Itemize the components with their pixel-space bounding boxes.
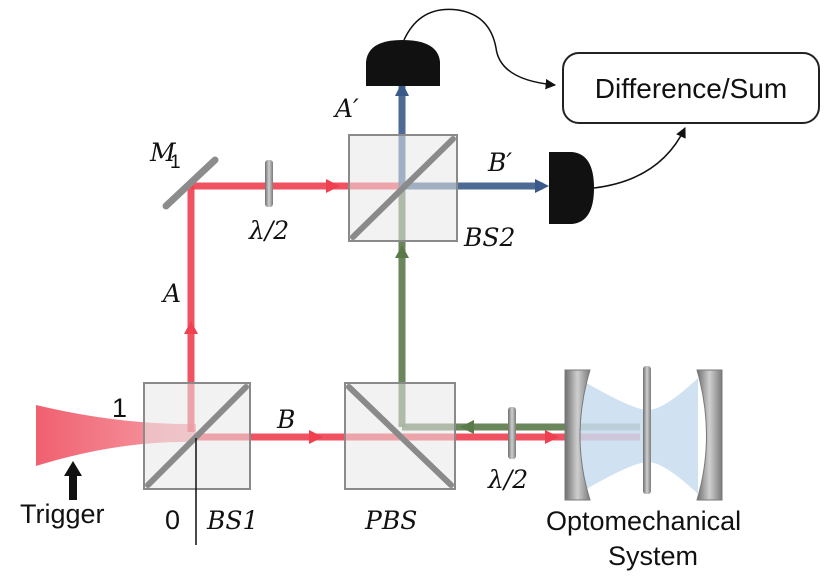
beam-splitter-bs2 (348, 134, 458, 242)
optomechanical-cavity (564, 366, 723, 501)
beam-splitter-bs1 (143, 382, 251, 490)
label-a: A (161, 279, 181, 308)
arrow-b-prime-right (535, 179, 549, 193)
label-optomechanical-line1: Optomechanical (546, 506, 741, 536)
label-halfwave-bottom: λ/2 (487, 465, 528, 494)
label-port-zero: 0 (165, 505, 180, 535)
signal-wire-a (403, 8, 557, 90)
arrow-green-left (460, 420, 474, 434)
detector-b-prime (549, 152, 594, 224)
arrow-b-cavity (545, 430, 559, 444)
label-m1: M (149, 138, 177, 167)
label-halfwave-top: λ/2 (248, 216, 289, 245)
signal-wire-b (593, 127, 686, 189)
difference-sum-box (562, 52, 820, 124)
halfwave-plate-bottom (508, 407, 516, 459)
mirror-m1 (162, 156, 219, 210)
label-b: B (276, 405, 295, 434)
label-b-prime: B′ (487, 148, 512, 177)
label-m1-sub: 1 (170, 152, 181, 173)
label-a-prime: A′ (333, 94, 359, 123)
trigger-arrow-icon (64, 461, 82, 500)
arrow-a-up (184, 321, 198, 334)
label-trigger: Trigger (20, 499, 105, 529)
label-optomechanical-line2: System (608, 541, 698, 571)
detector-a-prime (366, 40, 440, 86)
label-bs1: BS1 (206, 506, 258, 535)
difference-sum-label: Difference/Sum (595, 73, 787, 104)
arrow-b-right (309, 430, 323, 444)
input-beam (36, 405, 196, 466)
arrow-green-up (395, 245, 409, 258)
label-bs2: BS2 (463, 223, 515, 252)
arrow-a-right (326, 179, 340, 193)
halfwave-plate-top (265, 160, 273, 207)
arrow-a-prime-up (395, 82, 409, 96)
polarizing-beam-splitter (344, 382, 456, 490)
label-pbs: PBS (364, 506, 417, 535)
label-port-one: 1 (112, 393, 127, 423)
